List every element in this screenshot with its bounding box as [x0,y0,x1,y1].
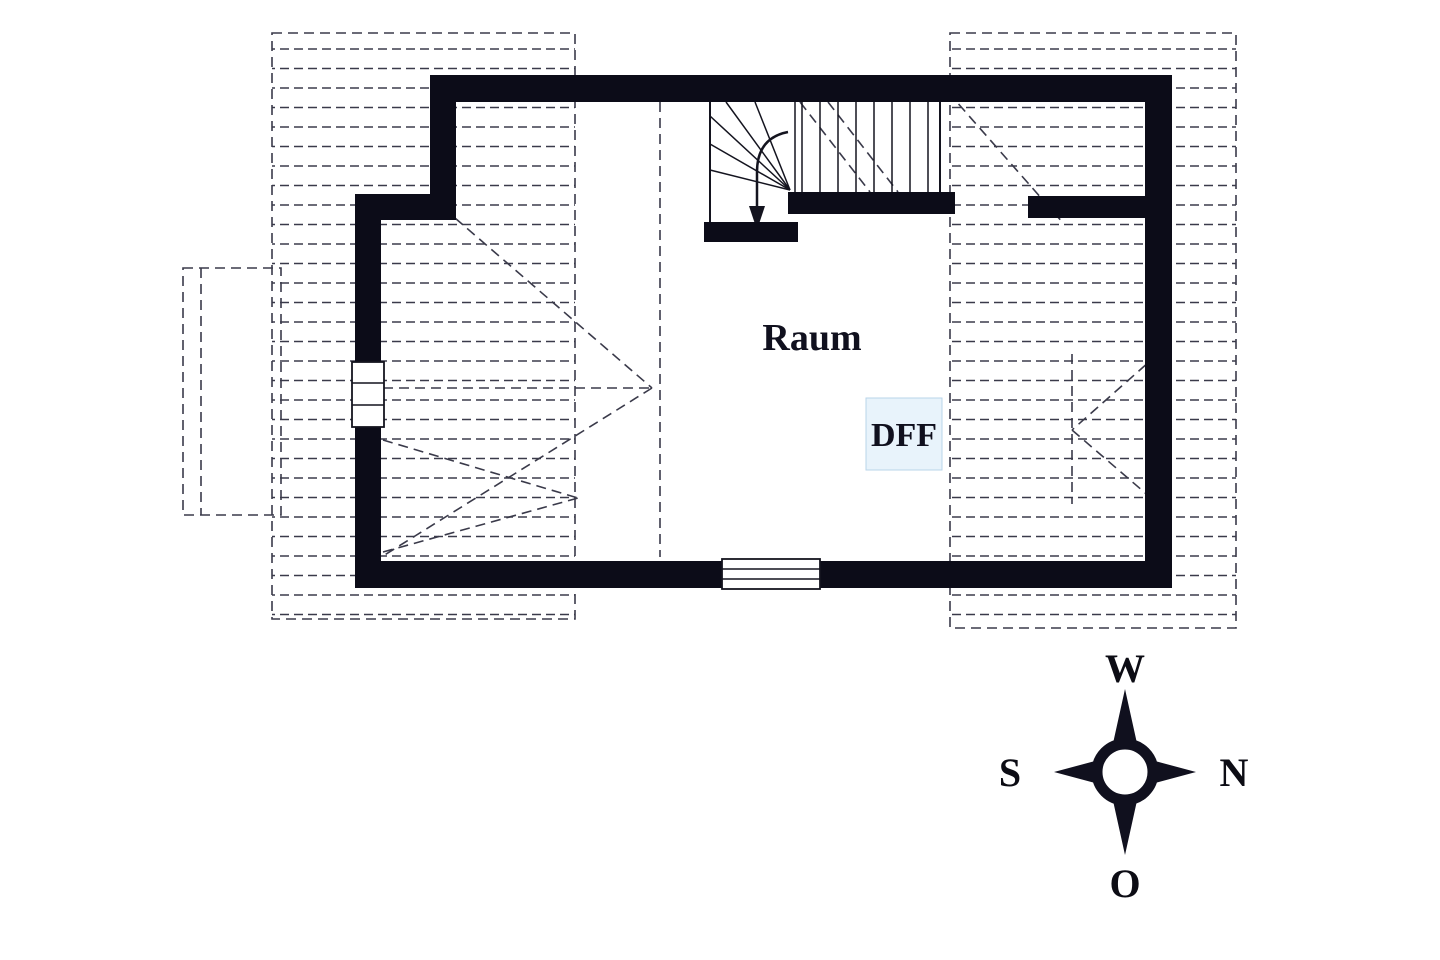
compass-label-right: N [1220,750,1249,795]
compass-rose-icon: W N O S [999,646,1249,906]
roof-outline-left [271,32,576,620]
roof-hatch-right [950,33,1236,628]
compass-label-top: W [1105,646,1145,691]
stair-direction-arrow [755,130,789,208]
roof-slope-small-lower [382,497,579,553]
dff-roof-window-box [865,397,943,471]
dff-roof-window: DFF [865,397,943,471]
window-left [351,361,385,428]
roof-gable-right-lower [1071,429,1159,505]
roof-hatch-left [272,33,575,619]
roof-gable-right-upper [1071,353,1159,431]
roof-line-over-stairs-1 [799,101,871,193]
wall-right [1145,75,1172,588]
roof-line-over-stairs-2 [827,101,899,193]
stair-arrow-head [749,206,765,230]
windows: DFF [351,361,943,590]
roof-slope-small-upper [382,439,579,499]
dff-roof-window-label: DFF [871,417,937,454]
compass-ring [1091,738,1159,806]
compass-label-left: S [999,750,1021,795]
wall-under-stairs [788,192,955,214]
staircase [709,101,941,230]
compass-label-bottom: O [1109,861,1140,906]
roof-hatch-areas [272,33,1236,628]
walls [355,75,1172,588]
stair-winder-treads [709,101,791,191]
room-label: Raum [762,317,861,359]
roof-dashed-lines [182,32,1237,629]
wall-top [430,75,1172,102]
roof-slope-lower-left [382,387,653,557]
wall-stub-right [1028,196,1145,218]
wall-left-above-window [355,194,381,362]
stair-treads [801,102,929,192]
wall-stair-landing [704,222,798,242]
wall-bottom-left-segment [355,561,722,588]
dormer-outline-far-left [182,267,282,516]
roof-slope-upper-left [454,217,653,389]
wall-bottom-right-segment [820,561,1172,588]
wall-left-below-window [355,427,381,567]
roof-outline-right [949,32,1237,629]
window-bottom [721,558,821,590]
